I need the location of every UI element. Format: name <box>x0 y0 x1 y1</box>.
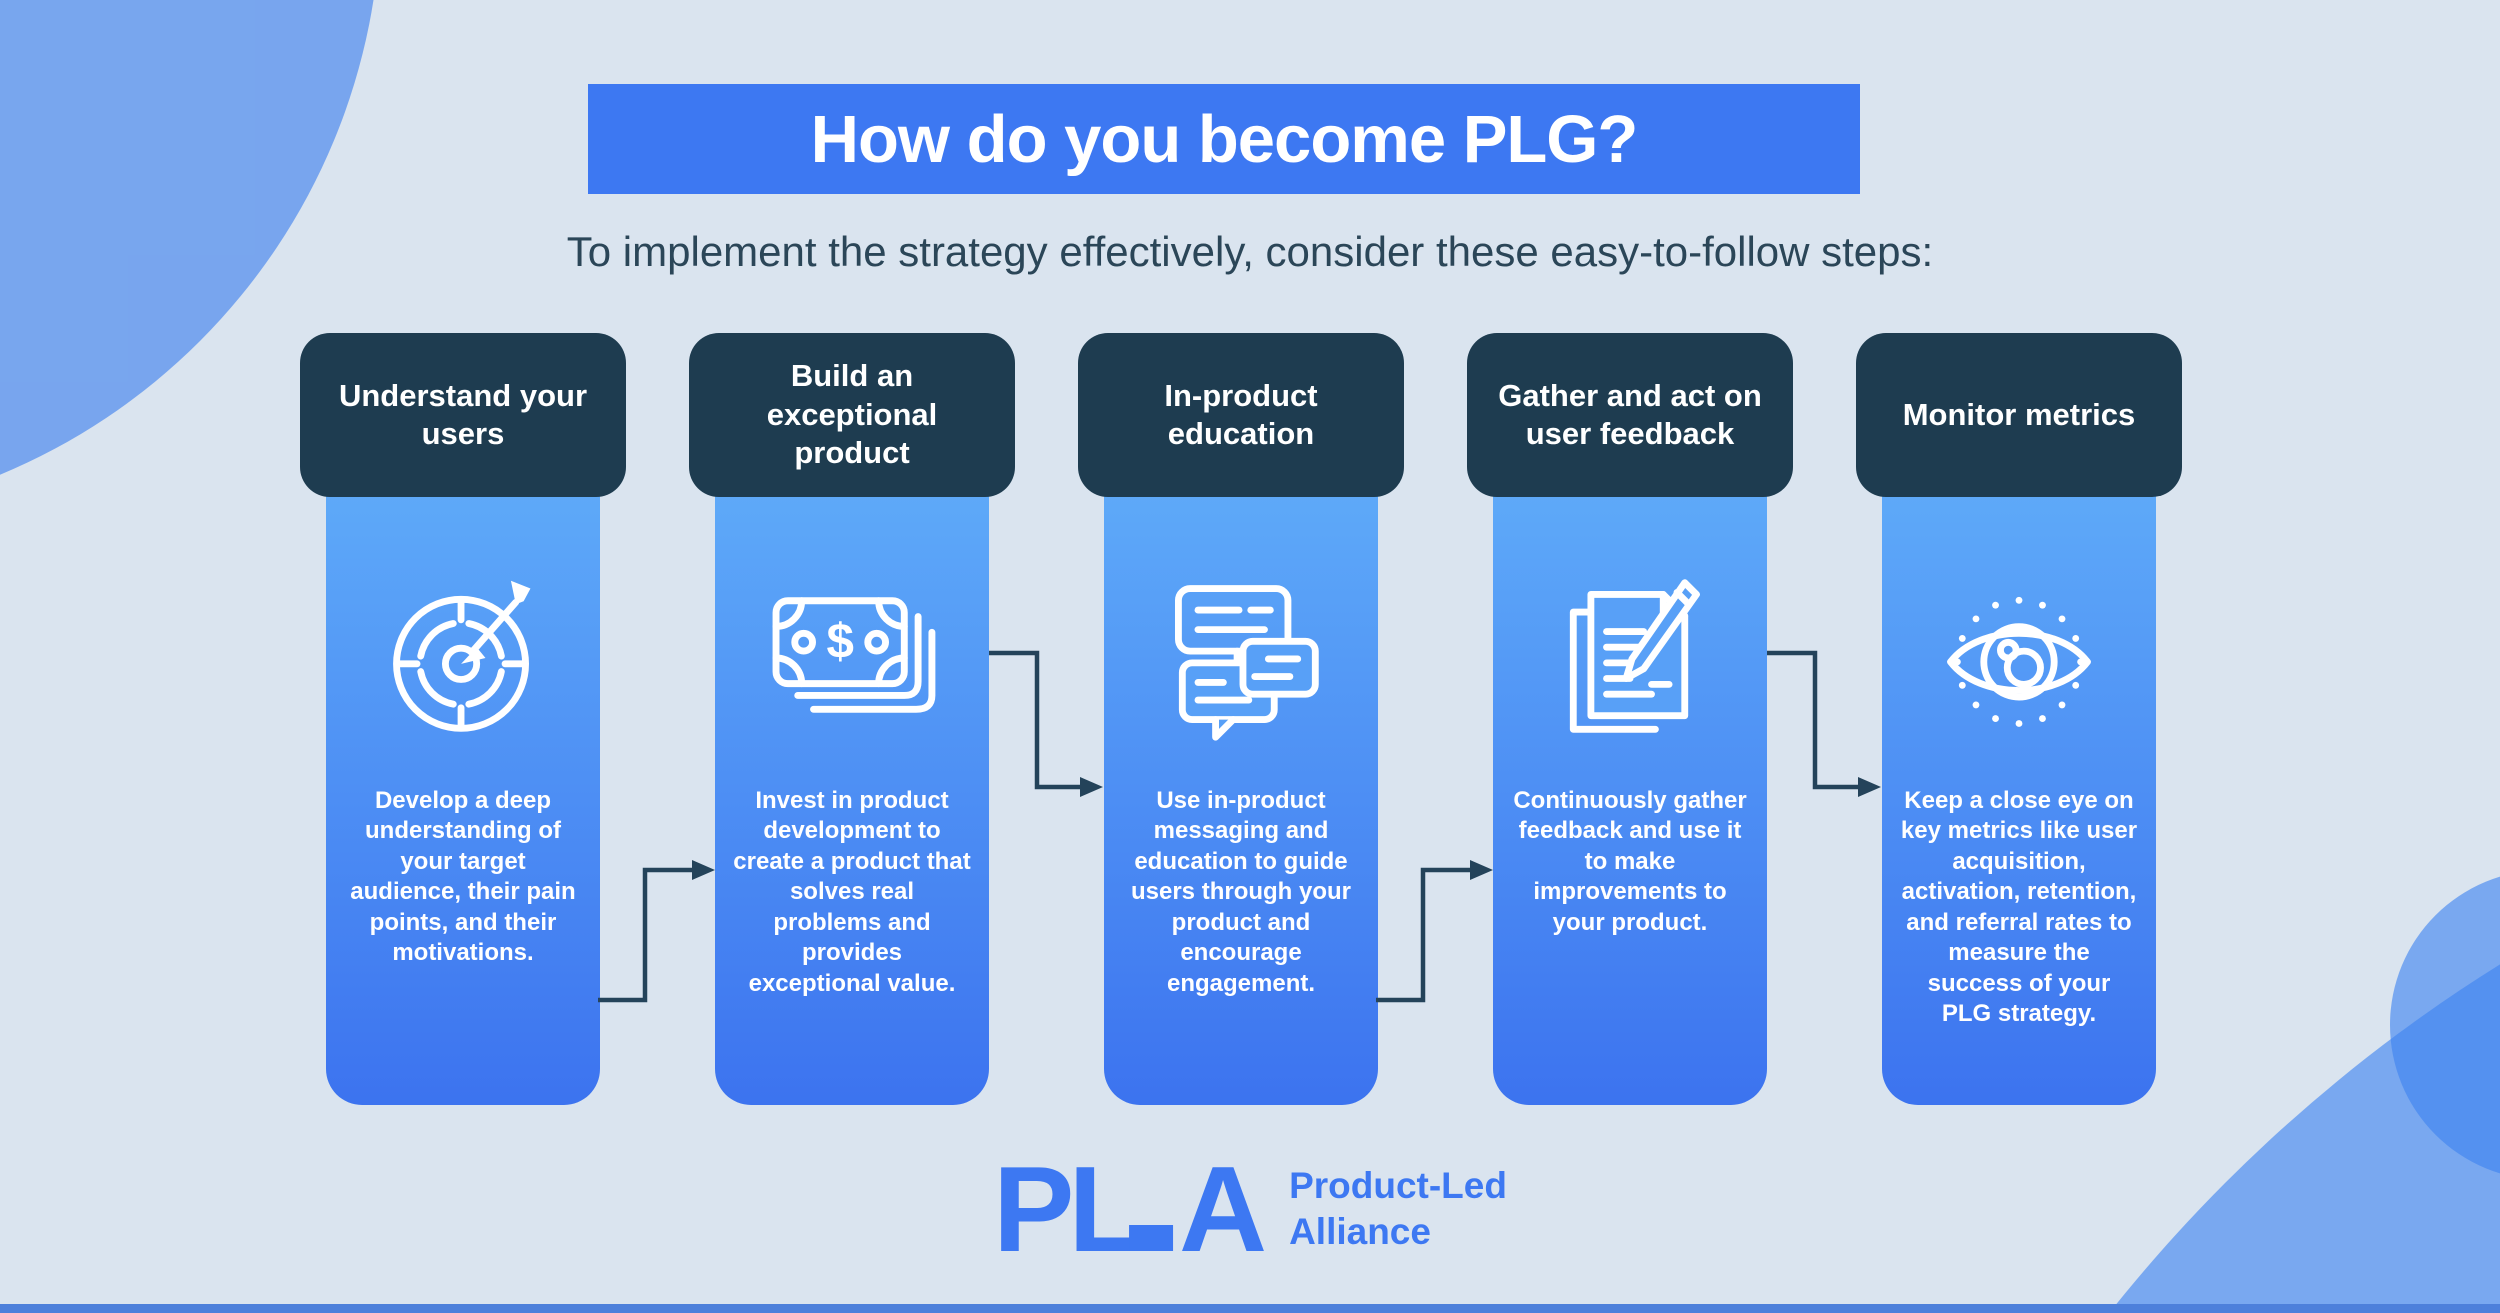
step-2-body: $ Invest in product development to creat… <box>715 473 989 1105</box>
step-5-header: Monitor metrics <box>1856 333 2182 497</box>
step-card-4: Gather and act on user feedback <box>1467 333 1793 1105</box>
subtitle: To implement the strategy effectively, c… <box>566 228 1934 275</box>
connector-arrow-1-2 <box>598 860 715 1003</box>
logo-name-line1: Product-Led <box>1289 1164 1507 1206</box>
step-2-header: Build an exceptional product <box>689 333 1015 497</box>
connector-arrow-2-3 <box>989 650 1103 797</box>
title-banner: How do you become PLG? <box>588 84 1860 194</box>
logo-name-line2: Alliance <box>1289 1211 1431 1252</box>
step-3-title: In-product education <box>1164 377 1318 451</box>
money-icon: $ <box>758 569 946 744</box>
step-3-header: In-product education <box>1078 333 1404 497</box>
step-4-description: Continuously gather feedback and use it … <box>1513 787 1747 936</box>
step-5-title: Monitor metrics <box>1902 396 2136 432</box>
document-pencil-icon <box>1542 569 1718 744</box>
logo: PL A Product-Led Alliance <box>993 1148 1507 1270</box>
page-title: How do you become PLG? <box>810 101 1639 177</box>
step-5-body: Keep a close eye on key metrics like use… <box>1882 473 2156 1105</box>
step-card-1: Understand your users Develop a deep und… <box>300 333 626 1105</box>
eye-icon <box>1931 569 2107 744</box>
step-1-body: Develop a deep understanding of your tar… <box>326 473 600 1105</box>
step-3-description: Use in-product messaging and education t… <box>1130 787 1352 997</box>
step-1-header: Understand your users <box>300 333 626 497</box>
step-4-header: Gather and act on user feedback <box>1467 333 1793 497</box>
logo-acronym-right: A <box>1178 1141 1267 1277</box>
step-4-title: Gather and act on user feedback <box>1498 377 1762 451</box>
step-2-description: Invest in product development to create … <box>733 787 971 997</box>
step-1-description: Develop a deep understanding of your tar… <box>350 787 576 967</box>
logo-acronym-left: PL <box>993 1141 1143 1277</box>
chat-bubbles-icon <box>1153 569 1329 744</box>
step-card-5: Monitor metrics Keep <box>1856 333 2182 1105</box>
step-2-title: Build an exceptional product <box>766 358 938 471</box>
connector-arrow-4-5 <box>1767 650 1881 797</box>
step-5-description: Keep a close eye on key metrics like use… <box>1900 787 2138 1028</box>
logo-dot <box>1128 1225 1173 1251</box>
step-1-title: Understand your users <box>338 377 588 451</box>
step-card-3: In-product education Use in-product mess… <box>1078 333 1404 1105</box>
step-3-body: Use in-product messaging and education t… <box>1104 473 1378 1105</box>
logo-acronym: PL A <box>993 1141 1267 1277</box>
bottom-edge-strip <box>0 1304 2500 1313</box>
connector-arrow-3-4 <box>1376 860 1493 1003</box>
logo-name: Product-Led Alliance <box>1289 1163 1507 1256</box>
svg-text:$: $ <box>826 613 853 668</box>
target-arrow-icon <box>375 569 551 744</box>
step-card-2: Build an exceptional product $ Invest in… <box>689 333 1015 1105</box>
step-4-body: Continuously gather feedback and use it … <box>1493 473 1767 1105</box>
